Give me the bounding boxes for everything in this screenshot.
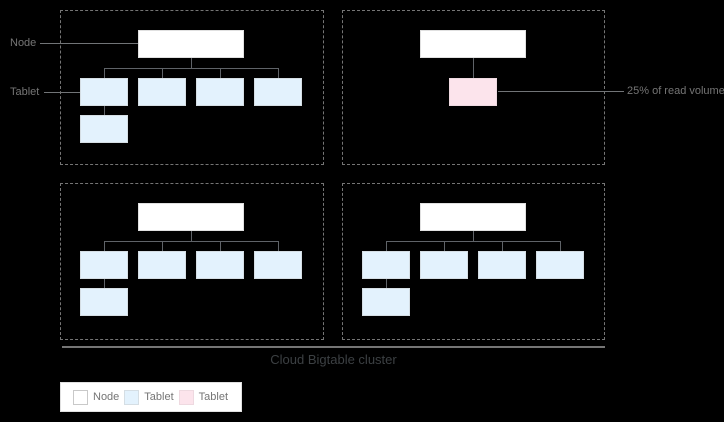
node-box — [138, 30, 244, 58]
node-box — [420, 30, 526, 58]
legend-label: Tablet — [198, 390, 229, 403]
cluster-title: Cloud Bigtable cluster — [270, 352, 397, 367]
tablet-box — [196, 78, 244, 106]
connector-line — [473, 231, 474, 241]
node-box — [138, 203, 244, 231]
connector-line — [191, 231, 192, 241]
quadrant-top-left — [60, 10, 324, 165]
connector-line — [220, 68, 221, 78]
connector-line — [386, 279, 387, 288]
connector-line — [162, 68, 163, 78]
tablet-callout-line — [44, 92, 80, 93]
connector-line — [386, 241, 561, 242]
connector-line — [104, 241, 279, 242]
tablet-box — [536, 251, 584, 279]
tablet-swatch-icon — [124, 389, 140, 405]
quadrant-bottom-right — [342, 183, 605, 340]
tablet-box — [420, 251, 468, 279]
node-callout-line — [40, 43, 138, 44]
tablet-box — [254, 251, 302, 279]
connector-line — [220, 241, 221, 251]
hot-tablet-callout-line — [498, 91, 624, 92]
cluster-bracket-line — [62, 346, 605, 348]
tablet-box — [80, 251, 128, 279]
connector-line — [191, 58, 192, 68]
hot-tablet-callout-label: 25% of read volume — [627, 85, 724, 97]
legend-item-hot-tablet: Tablet — [178, 389, 229, 405]
tablet-box — [138, 78, 186, 106]
legend-label: Node — [93, 390, 120, 403]
tablet-box — [196, 251, 244, 279]
tablet-box — [138, 251, 186, 279]
connector-line — [104, 68, 279, 69]
node-swatch-icon — [73, 389, 88, 405]
connector-line — [104, 68, 105, 78]
tablet-box — [80, 288, 128, 316]
connector-line — [502, 241, 503, 251]
tablet-callout-label: Tablet — [10, 86, 40, 98]
connector-line — [104, 106, 105, 115]
legend-label: Tablet — [144, 390, 174, 403]
node-box — [420, 203, 526, 231]
tablet-box — [362, 288, 410, 316]
tablet-box — [254, 78, 302, 106]
connector-line — [444, 241, 445, 251]
connector-line — [104, 241, 105, 251]
legend-item-tablet: Tablet — [124, 389, 174, 405]
connector-line — [278, 241, 279, 251]
tablet-box — [80, 115, 128, 143]
node-callout-label: Node — [10, 37, 37, 49]
hot-tablet-swatch-icon — [178, 389, 194, 405]
connector-line — [386, 241, 387, 251]
quadrant-bottom-left — [60, 183, 324, 340]
quadrant-top-right — [342, 10, 605, 165]
connector-line — [278, 68, 279, 78]
connector-line — [560, 241, 561, 251]
tablet-box — [80, 78, 128, 106]
legend-item-node: Node — [73, 389, 120, 405]
hot-tablet-box — [449, 78, 497, 106]
connector-line — [104, 279, 105, 288]
tablet-box — [362, 251, 410, 279]
legend: Node Tablet Tablet — [60, 382, 243, 412]
connector-line — [473, 58, 474, 78]
connector-line — [162, 241, 163, 251]
tablet-box — [478, 251, 526, 279]
